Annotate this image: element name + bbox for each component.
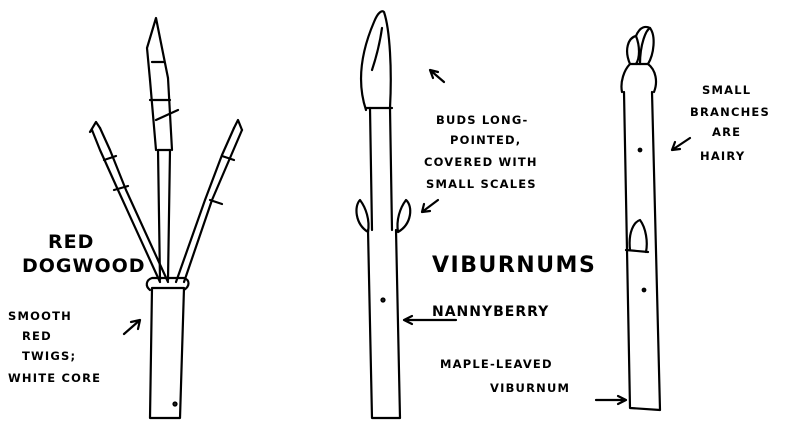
nannyberry-label: NANNYBERRY [432,304,549,320]
buds-label-2: POINTED, [450,133,521,147]
red-dogwood-label-2: DOGWOOD [22,255,146,277]
red-dogwood-label-1: RED [48,231,94,253]
maple-leaved-viburnum-twig [621,27,660,410]
maple-leaved-label-2: VIBURNUM [490,381,570,395]
nannyberry-twig [356,11,410,418]
hairy-label-4: HAIRY [700,149,745,163]
pointer-arrows [124,70,690,404]
viburnums-label: VIBURNUMS [432,253,596,278]
buds-label-4: SMALL SCALES [426,177,537,191]
buds-label-3: COVERED WITH [424,155,538,169]
buds-label-1: BUDS LONG- [436,113,528,127]
smooth-twigs-label-1: SMOOTH [8,309,72,323]
smooth-twigs-label-4: WHITE CORE [8,371,101,385]
smooth-twigs-label-3: TWIGS; [22,349,76,363]
hairy-label-1: SMALL [702,83,751,97]
maple-leaved-label-1: MAPLE-LEAVED [440,357,553,371]
red-dogwood-twig [90,18,242,418]
smooth-twigs-label-2: RED [22,329,52,343]
hairy-label-3: ARE [712,125,741,139]
hairy-label-2: BRANCHES [690,105,770,119]
